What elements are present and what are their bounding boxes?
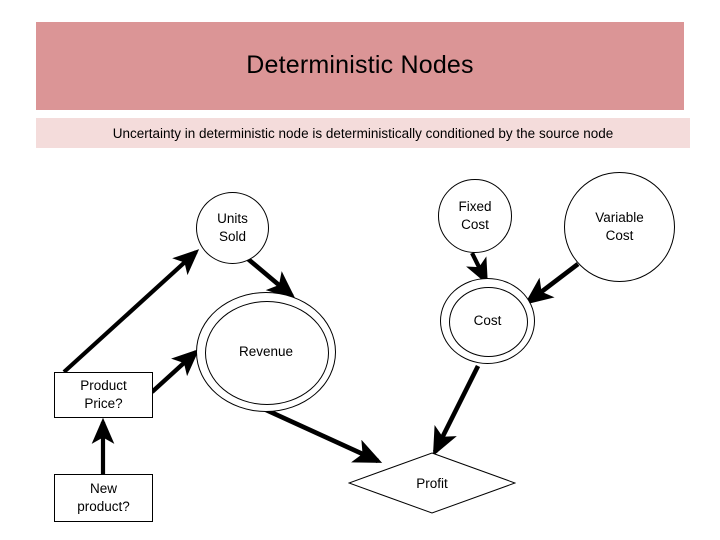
node-revenue-label: Revenue (238, 344, 294, 360)
node-new-product-label: New product? (77, 481, 130, 514)
node-profit[interactable]: Profit (348, 452, 516, 514)
node-cost[interactable]: Cost (440, 278, 535, 364)
subtitle-text: Uncertainty in deterministic node is det… (112, 125, 614, 141)
edge-product-price-to-units-sold (62, 249, 200, 374)
node-cost-label: Cost (473, 313, 502, 329)
node-profit-label: Profit (416, 475, 448, 491)
node-units-sold[interactable]: Units Sold (196, 192, 269, 264)
node-fixed-cost[interactable]: Fixed Cost (438, 179, 512, 253)
subtitle-band: Uncertainty in deterministic node is det… (36, 118, 690, 148)
node-units-sold-label: Units Sold (217, 211, 248, 244)
edge-variable-cost-to-cost (524, 262, 580, 305)
node-fixed-cost-label: Fixed Cost (458, 199, 492, 232)
node-product-price-label: Product Price? (80, 378, 127, 411)
node-product-price[interactable]: Product Price? (54, 372, 153, 418)
node-variable-cost-label: Variable Cost (595, 210, 644, 243)
edge-product-price-to-revenue (150, 349, 200, 394)
page-title: Deterministic Nodes (246, 51, 474, 80)
node-revenue[interactable]: Revenue (196, 292, 336, 412)
title-band: Deterministic Nodes (36, 22, 684, 110)
edge-cost-to-profit (432, 364, 481, 457)
edge-fixed-cost-to-cost (466, 252, 488, 285)
edge-units-sold-to-revenue (246, 257, 296, 299)
node-variable-cost[interactable]: Variable Cost (564, 172, 675, 282)
node-new-product[interactable]: New product? (54, 474, 153, 522)
profit-diamond-shape (348, 452, 516, 514)
